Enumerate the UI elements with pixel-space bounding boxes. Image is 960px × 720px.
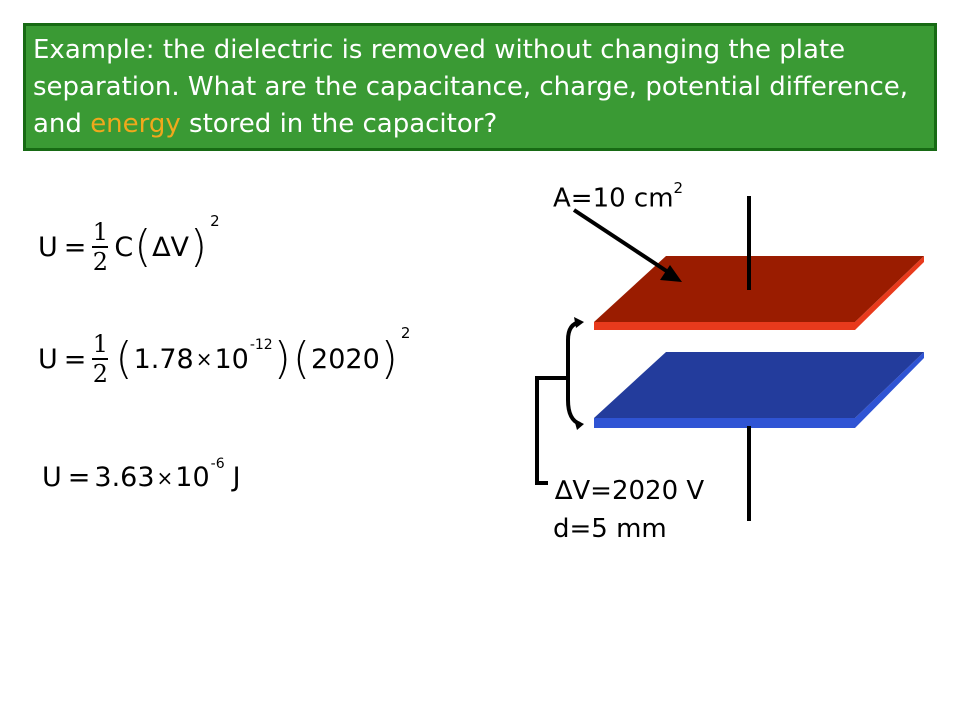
top-plate-edge	[594, 256, 924, 330]
eq1-capacitance: C	[114, 231, 134, 263]
eq1-voltage: V	[170, 231, 189, 263]
eq2-lhs: U	[38, 343, 58, 375]
equation-energy-result: U = 3.63 × 10 -6 J	[42, 456, 241, 494]
eq2-mantissa: 1.78	[133, 343, 194, 375]
eq2-open-paren-1: (	[115, 333, 133, 384]
eq2-open-paren-2: (	[292, 333, 311, 384]
eq3-exponent: -6	[210, 455, 225, 472]
separation-brace	[566, 320, 581, 426]
equation-energy-formula: U = 1 2 C ( ∆ V ) 2	[38, 212, 220, 276]
question-text-end: stored in the capacitor?	[180, 109, 498, 139]
eq2-power: 2	[400, 324, 411, 342]
eq1-fraction: 1 2	[92, 218, 109, 276]
brace-arrow-top	[574, 317, 584, 328]
equation-energy-substituted: U = 1 2 ( 1.78 × 10 -12 ) ( 2020 ) 2	[38, 324, 410, 388]
eq2-numerator: 1	[92, 330, 109, 358]
eq1-numerator: 1	[92, 218, 109, 246]
brace-connector	[535, 376, 568, 485]
eq3-equals: =	[67, 462, 91, 493]
top-plate	[594, 256, 924, 322]
bottom-plate-edge	[594, 352, 924, 428]
eq3-mantissa: 3.63	[94, 462, 155, 493]
eq1-open-paren: (	[134, 221, 152, 272]
eq1-power: 2	[210, 212, 220, 230]
eq2-denominator: 2	[92, 360, 109, 388]
voltage-label: ∆V=2020 V	[555, 476, 705, 506]
eq1-delta: ∆	[152, 231, 171, 263]
eq2-fraction: 1 2	[92, 330, 109, 388]
eq2-close-paren-2: )	[380, 333, 398, 384]
eq2-equals: =	[63, 343, 87, 375]
eq1-equals: =	[63, 231, 87, 263]
question-highlight: energy	[90, 109, 181, 139]
eq1-denominator: 2	[92, 248, 109, 276]
question-text-start: Example: the dielectric is removed witho…	[33, 35, 909, 139]
eq1-fraction-bar	[92, 246, 109, 248]
question-text: Example: the dielectric is removed witho…	[33, 32, 933, 143]
eq2-close-paren-1: )	[273, 333, 291, 384]
eq2-times: ×	[195, 347, 213, 371]
eq2-base: 10	[214, 343, 249, 375]
eq2-voltage-value: 2020	[311, 343, 380, 375]
area-label-power: 2	[673, 179, 684, 197]
eq2-exponent: -12	[249, 337, 273, 353]
eq2-fraction-bar	[92, 358, 109, 360]
area-arrow-line	[572, 208, 670, 274]
eq1-lhs: U	[38, 231, 58, 263]
eq3-times: ×	[156, 465, 174, 490]
separation-label: d=5 mm	[553, 514, 667, 544]
brace-arrow-bottom	[574, 419, 584, 430]
bottom-plate	[594, 352, 924, 418]
eq3-unit: J	[232, 462, 241, 493]
eq3-lhs: U	[42, 462, 62, 493]
area-label-text: A=10 cm	[553, 183, 674, 214]
area-label: A=10 cm2	[553, 179, 683, 214]
area-arrow-head	[660, 265, 682, 282]
eq1-close-paren: )	[189, 221, 208, 272]
eq3-base: 10	[175, 462, 210, 493]
question-banner	[23, 23, 937, 151]
